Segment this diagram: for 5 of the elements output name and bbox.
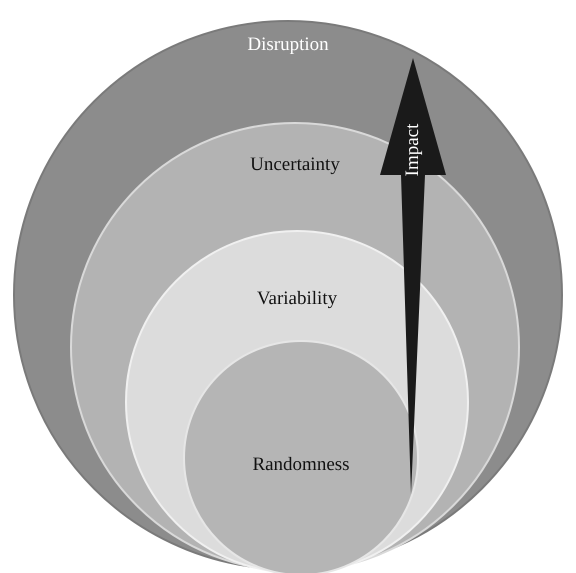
band-label: Randomness [252, 454, 350, 476]
band-label: Uncertainty [250, 154, 340, 176]
band-label: Disruption [247, 34, 329, 56]
arrow-label: Impact [402, 124, 424, 176]
band-label: Variability [256, 288, 338, 310]
